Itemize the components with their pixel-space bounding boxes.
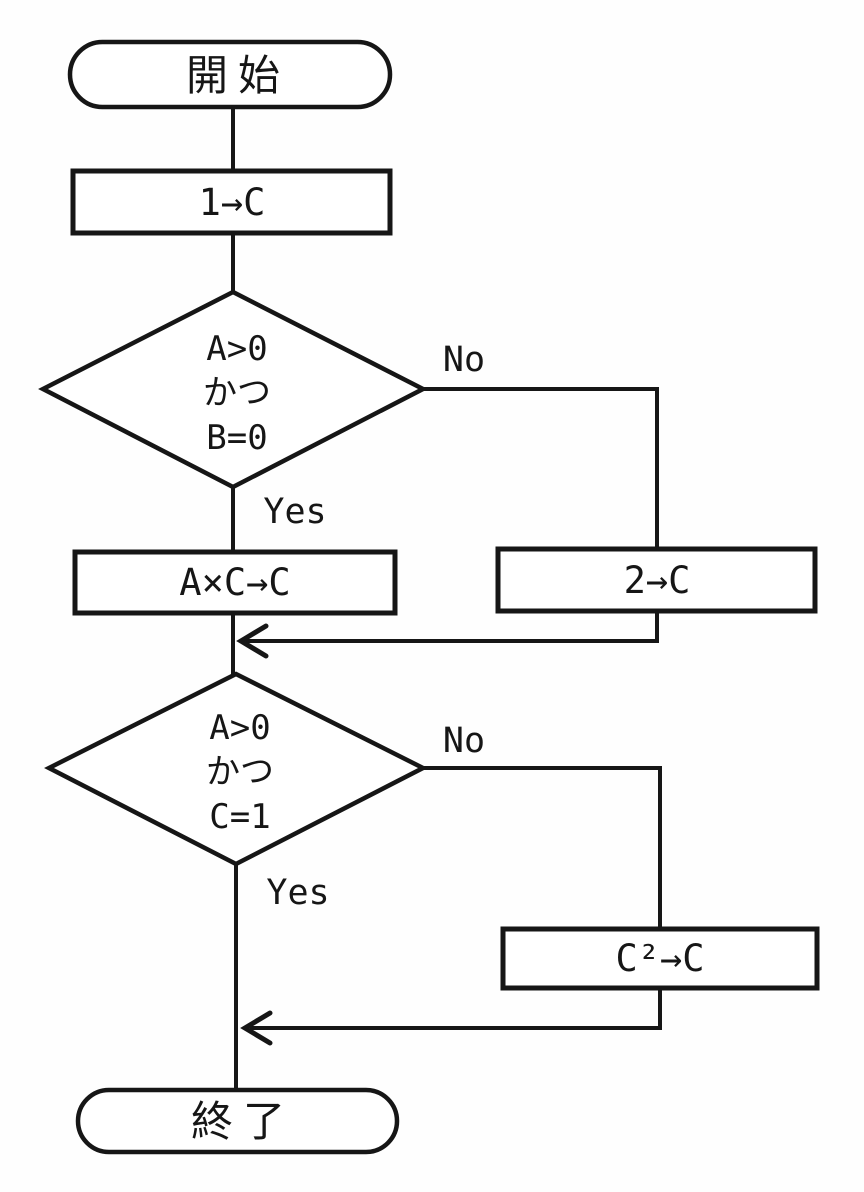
decision2-line3: C=1 [209,797,270,837]
decision1-line1: A>0 [206,329,267,369]
start-terminal-shape [67,39,393,110]
merge1-arrowhead-icon [236,623,269,659]
process-yes1-label: A×C→C [179,561,290,604]
edge-decision1-no [421,387,659,551]
decision1-yes-label: Yes [263,492,326,532]
decision2-yes-label: Yes [266,873,329,913]
decision1-no-label: No [443,340,485,380]
process-no1-shape [495,546,818,614]
merge2-arrowhead-icon [240,1010,273,1046]
process-yes1-shape [72,549,398,616]
edge-processno2-merge [250,986,662,1030]
edge-decision2-no [421,766,662,931]
edge-processno1-merge [246,609,659,643]
process-no2-label: C²→C [615,937,704,980]
decision1-diamond-shape [38,289,428,490]
decision1-line3: B=0 [206,418,267,458]
init-label: 1→C [199,181,266,224]
decision1-line2: かつ [203,373,271,413]
decision2-no-label: No [443,721,485,761]
decision2-diamond-shape [44,671,428,867]
decision2-line2: かつ [206,752,274,792]
end-terminal-shape [75,1087,400,1155]
process-no1-label: 2→C [624,559,691,602]
process-no2-shape [500,926,820,991]
decision2-line1: A>0 [209,708,270,748]
start-label: 開始 [186,51,290,100]
end-label: 終了 [191,1097,295,1146]
init-process-shape [70,168,393,236]
